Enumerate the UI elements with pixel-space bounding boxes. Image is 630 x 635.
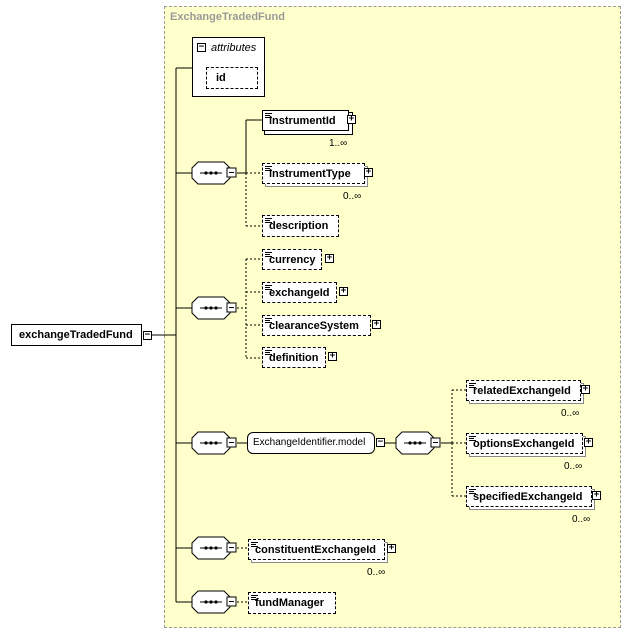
cardinality-label: 0..∞: [343, 191, 362, 202]
expand-icon[interactable]: +: [387, 543, 396, 553]
attributes-panel: − attributes id: [192, 37, 265, 97]
element-constituentExchangeId[interactable]: constituentExchangeId: [248, 539, 385, 560]
content-lines-icon: [469, 436, 476, 441]
element-currency[interactable]: currency: [262, 249, 322, 270]
content-lines-icon: [265, 285, 272, 290]
element-specifiedExchangeId[interactable]: specifiedExchangeId: [466, 486, 592, 507]
collapse-icon[interactable]: −: [376, 437, 385, 447]
sequence-compositors: [191, 161, 441, 614]
content-lines-icon: [265, 166, 272, 171]
type-container: [164, 6, 621, 628]
cardinality-label: 0..∞: [564, 461, 583, 472]
content-lines-icon: [251, 542, 258, 547]
element-instrumentId[interactable]: instrumentId: [262, 110, 349, 131]
root-label: exchangeTradedFund: [19, 329, 133, 341]
element-relatedExchangeId[interactable]: relatedExchangeId: [466, 380, 581, 401]
expand-icon[interactable]: +: [372, 319, 381, 329]
cardinality-label: 0..∞: [561, 408, 580, 419]
content-lines-icon: [265, 218, 272, 223]
content-lines-icon: [251, 595, 258, 600]
container-title: ExchangeTradedFund: [170, 11, 285, 23]
element-instrumentType[interactable]: instrumentType: [262, 163, 365, 184]
element-exchangeId[interactable]: exchangeId: [262, 282, 337, 303]
element-description[interactable]: description: [262, 215, 339, 237]
collapse-icon[interactable]: −: [197, 42, 206, 52]
content-lines-icon: [265, 318, 272, 323]
cardinality-label: 0..∞: [367, 567, 386, 578]
root-element[interactable]: exchangeTradedFund: [11, 324, 142, 346]
expand-icon[interactable]: +: [328, 351, 337, 361]
attribute-id[interactable]: id: [206, 67, 258, 89]
expand-icon[interactable]: +: [325, 253, 334, 263]
expand-icon[interactable]: +: [592, 490, 601, 500]
content-lines-icon: [469, 489, 476, 494]
attributes-title: attributes: [211, 42, 257, 54]
expand-icon[interactable]: +: [581, 384, 590, 394]
model-group[interactable]: ExchangeIdentifier.model: [247, 432, 375, 454]
content-lines-icon: [265, 252, 272, 257]
expand-icon[interactable]: +: [347, 114, 356, 124]
element-optionsExchangeId[interactable]: optionsExchangeId: [466, 433, 583, 454]
content-lines-icon: [265, 350, 272, 355]
cardinality-label: 1..∞: [329, 138, 348, 149]
collapse-icon[interactable]: −: [143, 330, 152, 340]
expand-icon[interactable]: +: [584, 437, 593, 447]
element-fundManager[interactable]: fundManager: [248, 592, 336, 614]
expand-icon[interactable]: +: [339, 286, 348, 296]
element-definition[interactable]: definition: [262, 347, 326, 368]
content-lines-icon: [469, 383, 476, 388]
cardinality-label: 0..∞: [572, 514, 591, 525]
expand-icon[interactable]: +: [364, 167, 373, 177]
element-clearanceSystem[interactable]: clearanceSystem: [262, 315, 371, 336]
content-lines-icon: [265, 113, 272, 118]
